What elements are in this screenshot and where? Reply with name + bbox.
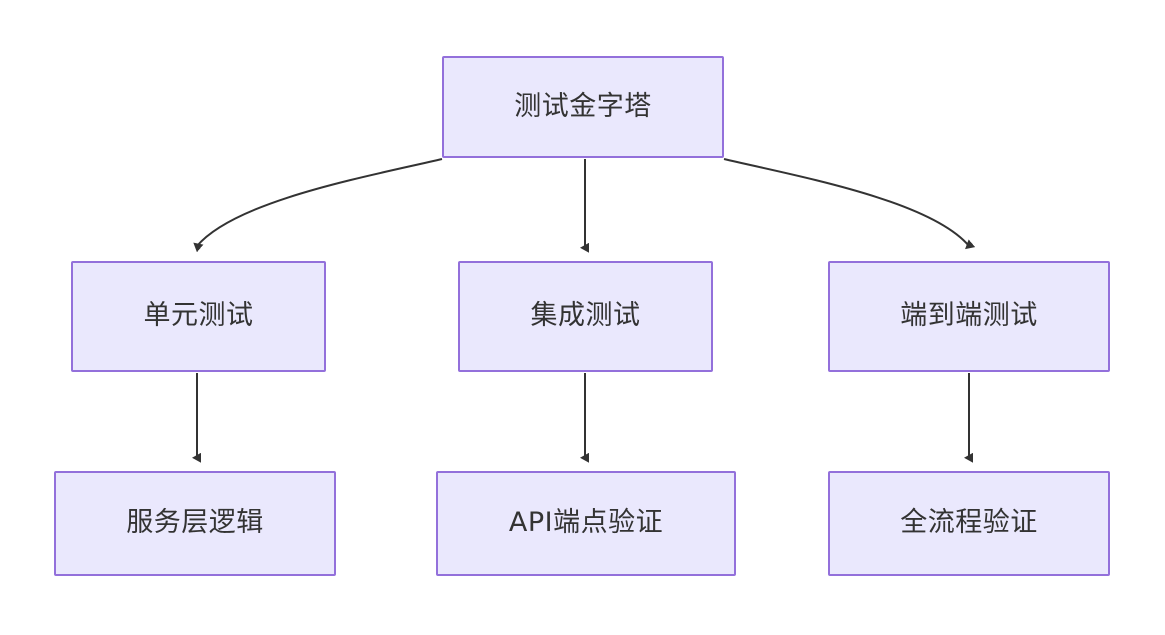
node-integration-test-label: 集成测试 — [530, 300, 641, 332]
node-service-layer-logic[interactable]: 服务层逻辑 — [54, 471, 336, 576]
node-service-layer-logic-label: 服务层逻辑 — [126, 507, 264, 539]
node-root[interactable]: 测试金字塔 — [442, 56, 724, 158]
node-full-flow-validation[interactable]: 全流程验证 — [828, 471, 1110, 576]
node-root-label: 测试金字塔 — [514, 90, 652, 122]
node-api-endpoint-validation[interactable]: API端点验证 — [436, 471, 736, 576]
edge-root-to-unit — [193, 158, 443, 253]
node-full-flow-validation-label: 全流程验证 — [900, 507, 1038, 539]
edge-root-to-e2e — [723, 158, 976, 250]
node-integration-test[interactable]: 集成测试 — [458, 261, 713, 372]
node-e2e-test[interactable]: 端到端测试 — [828, 261, 1110, 372]
node-unit-test-label: 单元测试 — [143, 300, 254, 332]
node-api-endpoint-validation-label: API端点验证 — [508, 507, 664, 539]
node-e2e-test-label: 端到端测试 — [900, 300, 1038, 332]
node-unit-test[interactable]: 单元测试 — [71, 261, 326, 372]
